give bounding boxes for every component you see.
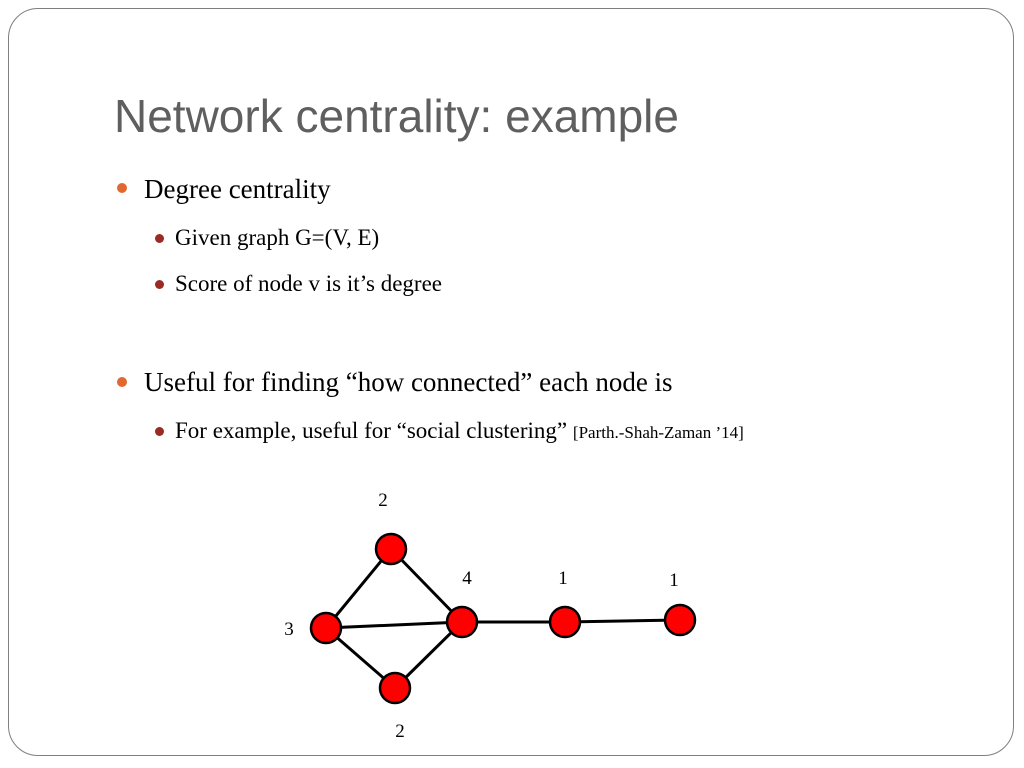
degree-label-bottom: 2 (395, 721, 405, 742)
degree-label-hub: 4 (462, 568, 472, 589)
node-left (309, 611, 343, 645)
degree-label-top: 2 (378, 490, 388, 511)
node-mid (548, 605, 582, 639)
slide-title: Network centrality: example (114, 90, 679, 142)
node-bottom (378, 671, 412, 705)
bullet-given-graph: Given graph G=(V, E) (175, 225, 380, 250)
node-right (663, 603, 697, 637)
graph-edges (324, 547, 681, 690)
edge-top-hub (389, 547, 464, 624)
bullet-dot-4 (117, 377, 127, 387)
bullet-dot-2 (155, 234, 164, 243)
degree-labels: 2 3 2 4 1 1 (284, 490, 679, 742)
node-top (374, 532, 408, 566)
bullet-useful-for-finding: Useful for finding “how connected” each … (144, 367, 673, 397)
edge-mid-right (564, 618, 681, 624)
graph-nodes (309, 532, 697, 705)
bullet-for-example: For example, useful for “social clusteri… (175, 416, 744, 448)
degree-label-mid: 1 (558, 568, 568, 589)
edge-left-top (324, 548, 393, 629)
bullet-dot-1 (117, 183, 127, 193)
degree-label-right: 1 (669, 570, 679, 591)
bullet-score-of-node: Score of node v is it’s degree (175, 271, 442, 296)
degree-label-left: 3 (284, 619, 294, 640)
bullet-for-example-text: For example, useful for “social clusteri… (175, 418, 573, 443)
bullet-dot-5 (155, 427, 164, 436)
bullet-degree-centrality: Degree centrality (144, 174, 331, 204)
bullet-dot-3 (155, 280, 164, 289)
citation: [Parth.-Shah-Zaman ’14] (572, 423, 744, 442)
slide-frame (8, 8, 1014, 756)
edge-left-hub (325, 620, 463, 630)
node-hub (445, 605, 479, 639)
